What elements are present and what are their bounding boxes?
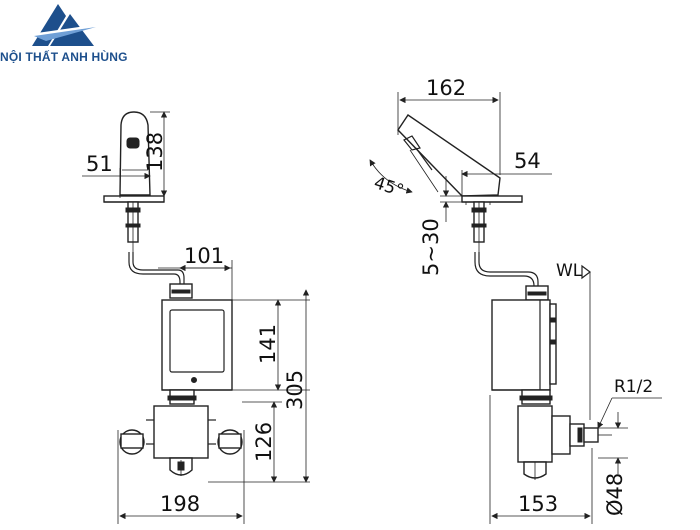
- dim-pipe-offset: 101: [184, 244, 224, 268]
- dim-spout-reach: 54: [514, 149, 541, 173]
- dim-138: 138: [143, 111, 170, 197]
- dim-153: 153: [489, 395, 593, 524]
- dim-box-height: 141: [256, 324, 280, 364]
- dim-depth: 153: [518, 492, 558, 516]
- dim-305: 305: [208, 289, 310, 483]
- dim-deck-thickness: 5~30: [419, 218, 443, 276]
- dim-thread: R1/2: [614, 377, 653, 397]
- brand-name: NỘI THẤT ANH HÙNG: [0, 50, 128, 64]
- side-view: 162 45° 54: [369, 76, 662, 524]
- dim-pipe-diameter: Ø48: [603, 473, 627, 516]
- dim-total-height: 305: [283, 370, 307, 410]
- water-level: WL: [556, 261, 591, 420]
- dim-126: 126: [242, 401, 282, 483]
- dim-101: 101: [158, 244, 233, 300]
- dim-spout-length: 162: [426, 76, 466, 100]
- side-faucet: [397, 114, 523, 252]
- side-control-box: [491, 299, 557, 391]
- dim-162: 162: [397, 76, 501, 175]
- dim-54: 54: [461, 149, 552, 196]
- dim-r12: R1/2: [597, 377, 662, 429]
- dim-total-width: 198: [160, 492, 200, 516]
- logo-mark-icon: [30, 4, 100, 46]
- dim-51: 51: [82, 152, 151, 198]
- brand-logo: NỘI THẤT ANH HÙNG: [0, 0, 180, 72]
- front-faucet: [103, 111, 165, 252]
- dim-5-30: 5~30: [419, 176, 462, 276]
- front-control-box: [161, 299, 233, 391]
- front-view: 51 138 101: [82, 111, 310, 524]
- dim-141: 141: [232, 299, 310, 391]
- front-valve: [119, 405, 243, 476]
- dim-spout-width: 51: [86, 152, 113, 176]
- dim-angle: 45°: [371, 173, 406, 201]
- dim-spout-height: 138: [143, 132, 167, 172]
- dim-valve-height: 126: [252, 422, 276, 462]
- water-level-label: WL: [556, 261, 583, 281]
- dim-48: Ø48: [598, 412, 628, 516]
- dim-198: 198: [117, 430, 245, 524]
- side-valve: [517, 405, 612, 480]
